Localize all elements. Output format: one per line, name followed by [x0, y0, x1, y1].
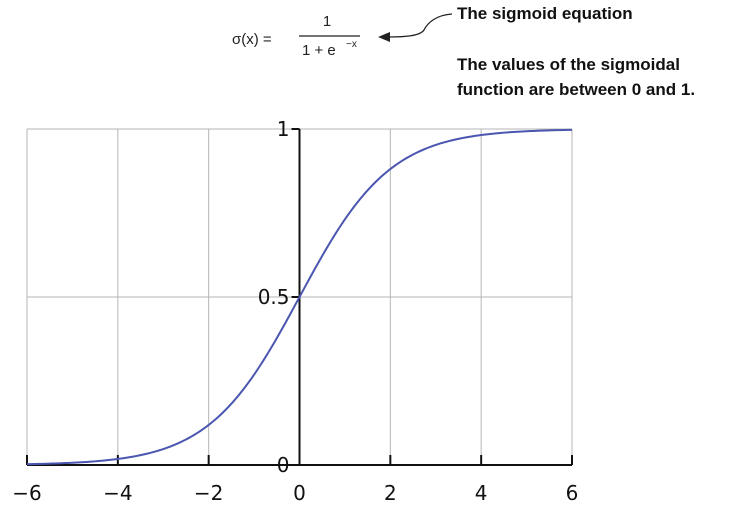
range-annotation-line2: function are between 0 and 1.: [457, 80, 695, 99]
tick-labels: −6 −4 −2 0 2 4 6 0 0.5 1: [12, 117, 578, 505]
sigmoid-curve: [26, 128, 573, 466]
x-tick-label: 2: [384, 481, 397, 505]
y-tick-label: 0.5: [258, 285, 290, 309]
y-tick-label: 1: [277, 117, 290, 141]
formula-lhs: σ(x) =: [232, 31, 272, 48]
x-tick-label: 6: [566, 481, 579, 505]
formula-exponent: −x: [346, 39, 357, 50]
x-tick-label: −6: [12, 481, 41, 505]
callout-arrow: [378, 13, 453, 42]
sigmoid-curve-group: [26, 128, 573, 466]
formula-numerator: 1: [323, 13, 331, 30]
equation-annotation: The sigmoid equation: [457, 4, 633, 23]
y-tick-label: 0: [277, 453, 290, 477]
x-tick-label: 4: [475, 481, 488, 505]
x-tick-label: −4: [103, 481, 132, 505]
range-annotation-line1: The values of the sigmoidal: [457, 55, 680, 74]
x-tick-label: −2: [194, 481, 223, 505]
formula-denominator: 1 + e: [302, 42, 336, 59]
x-tick-label: 0: [293, 481, 306, 505]
plot-axes: [26, 128, 573, 466]
sigmoid-formula: σ(x) = 1 1 + e −x: [232, 13, 360, 59]
